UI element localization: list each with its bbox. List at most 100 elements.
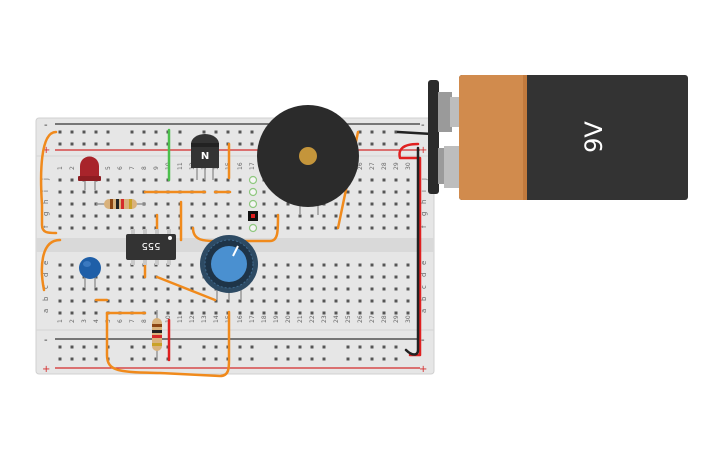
hole[interactable] xyxy=(310,311,314,315)
hole[interactable] xyxy=(226,226,230,230)
rail-hole[interactable] xyxy=(310,357,314,361)
hole[interactable] xyxy=(94,214,98,218)
hole[interactable] xyxy=(322,275,326,279)
hole[interactable] xyxy=(310,263,314,267)
hole[interactable] xyxy=(226,202,230,206)
hole[interactable] xyxy=(274,311,278,315)
rail-hole[interactable] xyxy=(274,345,278,349)
hole[interactable] xyxy=(154,202,158,206)
hole[interactable] xyxy=(154,311,158,315)
rail-hole[interactable] xyxy=(238,345,242,349)
rail-hole[interactable] xyxy=(70,142,74,146)
hole[interactable] xyxy=(334,287,338,291)
wire-orange-left-loop[interactable] xyxy=(39,130,58,235)
hole[interactable] xyxy=(70,299,74,303)
hole[interactable] xyxy=(298,287,302,291)
hole[interactable] xyxy=(178,299,182,303)
rail-hole[interactable] xyxy=(142,130,146,134)
hole[interactable] xyxy=(358,275,362,279)
hole[interactable] xyxy=(262,275,266,279)
wire-red-battery[interactable] xyxy=(398,142,422,357)
hole[interactable] xyxy=(226,178,230,182)
rail-hole[interactable] xyxy=(250,142,254,146)
hole[interactable] xyxy=(406,311,410,315)
hole[interactable] xyxy=(82,299,86,303)
hole[interactable] xyxy=(106,263,110,267)
hole[interactable] xyxy=(334,275,338,279)
rail-hole[interactable] xyxy=(142,357,146,361)
hole[interactable] xyxy=(214,202,218,206)
rail-hole[interactable] xyxy=(178,357,182,361)
hole[interactable] xyxy=(286,275,290,279)
hole[interactable] xyxy=(334,311,338,315)
rail-hole[interactable] xyxy=(382,142,386,146)
hole[interactable] xyxy=(346,190,350,194)
hole[interactable] xyxy=(166,202,170,206)
hole[interactable] xyxy=(82,226,86,230)
wire-orange-diag[interactable] xyxy=(155,275,217,302)
hole[interactable] xyxy=(358,202,362,206)
hole[interactable] xyxy=(262,311,266,315)
hole[interactable] xyxy=(394,226,398,230)
hole[interactable] xyxy=(94,190,98,194)
rail-hole[interactable] xyxy=(370,357,374,361)
hole[interactable] xyxy=(58,275,62,279)
hole[interactable] xyxy=(166,299,170,303)
rail-hole[interactable] xyxy=(106,130,110,134)
rail-hole[interactable] xyxy=(322,345,326,349)
wire-orange-bottom-jumper[interactable] xyxy=(105,310,231,378)
rail-hole[interactable] xyxy=(178,142,182,146)
hole[interactable] xyxy=(70,287,74,291)
hole[interactable] xyxy=(322,287,326,291)
hole[interactable] xyxy=(346,287,350,291)
hole[interactable] xyxy=(58,202,62,206)
rail-hole[interactable] xyxy=(178,130,182,134)
rail-hole[interactable] xyxy=(130,357,134,361)
rail-hole[interactable] xyxy=(394,130,398,134)
rail-hole[interactable] xyxy=(130,345,134,349)
hole[interactable] xyxy=(346,263,350,267)
rail-hole[interactable] xyxy=(58,130,62,134)
rail-hole[interactable] xyxy=(130,142,134,146)
hole[interactable] xyxy=(82,287,86,291)
rail-hole[interactable] xyxy=(286,357,290,361)
hole[interactable] xyxy=(70,214,74,218)
rail-hole[interactable] xyxy=(70,357,74,361)
hole[interactable] xyxy=(70,202,74,206)
rail-hole[interactable] xyxy=(346,345,350,349)
hole[interactable] xyxy=(118,263,122,267)
rail-hole[interactable] xyxy=(154,130,158,134)
hole[interactable] xyxy=(58,287,62,291)
rail-hole[interactable] xyxy=(322,357,326,361)
hole[interactable] xyxy=(406,226,410,230)
rail-hole[interactable] xyxy=(394,357,398,361)
hole[interactable] xyxy=(118,287,122,291)
wire-orange-bottom-left[interactable] xyxy=(40,238,62,292)
hole[interactable] xyxy=(238,311,242,315)
hole[interactable] xyxy=(382,263,386,267)
hole[interactable] xyxy=(394,311,398,315)
hole[interactable] xyxy=(118,190,122,194)
hole[interactable] xyxy=(310,287,314,291)
pin-header[interactable] xyxy=(248,175,258,233)
hole[interactable] xyxy=(106,299,110,303)
rail-hole[interactable] xyxy=(94,142,98,146)
resistor-top[interactable] xyxy=(96,199,145,209)
hole[interactable] xyxy=(262,202,266,206)
hole[interactable] xyxy=(178,275,182,279)
hole[interactable] xyxy=(70,178,74,182)
hole[interactable] xyxy=(370,263,374,267)
hole[interactable] xyxy=(370,190,374,194)
components[interactable]: 555 N xyxy=(78,75,688,360)
hole[interactable] xyxy=(394,287,398,291)
rail-hole[interactable] xyxy=(82,130,86,134)
hole[interactable] xyxy=(286,263,290,267)
hole[interactable] xyxy=(58,263,62,267)
hole[interactable] xyxy=(118,214,122,218)
hole[interactable] xyxy=(130,275,134,279)
hole[interactable] xyxy=(406,214,410,218)
rail-hole[interactable] xyxy=(70,130,74,134)
hole[interactable] xyxy=(358,190,362,194)
rail-hole[interactable] xyxy=(70,345,74,349)
hole[interactable] xyxy=(274,299,278,303)
